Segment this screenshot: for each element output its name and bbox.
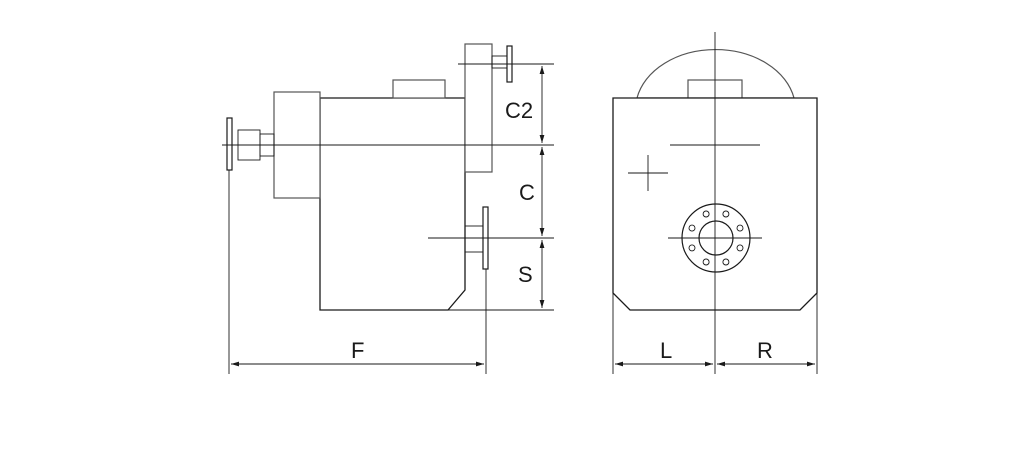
side-top-box — [392, 79, 446, 99]
side-view — [222, 43, 554, 374]
label-r: R — [757, 338, 773, 363]
front-dome — [636, 48, 795, 99]
bolt-hole — [702, 210, 710, 218]
dimension-l-r: L R — [615, 338, 815, 367]
front-view — [612, 32, 818, 374]
side-right-column — [464, 43, 493, 173]
label-l: L — [660, 338, 672, 363]
bolt-hole — [722, 210, 730, 218]
front-flange-bolt-holes — [688, 210, 744, 266]
bolt-hole — [688, 244, 696, 252]
vertical-dimensions: C2 C S — [505, 66, 545, 308]
bolt-hole — [736, 244, 744, 252]
bolt-hole — [688, 224, 696, 232]
side-lower-pipe — [464, 225, 484, 253]
side-top-pipe — [491, 55, 508, 69]
bolt-hole — [702, 258, 710, 266]
side-main-body — [319, 97, 466, 311]
label-c2: C2 — [505, 98, 533, 123]
dimension-f: F — [231, 338, 484, 367]
side-left-flange — [226, 117, 233, 171]
bolt-hole — [722, 258, 730, 266]
label-f: F — [351, 338, 364, 363]
label-c: C — [519, 180, 535, 205]
bolt-hole — [736, 224, 744, 232]
label-s: S — [518, 262, 533, 287]
